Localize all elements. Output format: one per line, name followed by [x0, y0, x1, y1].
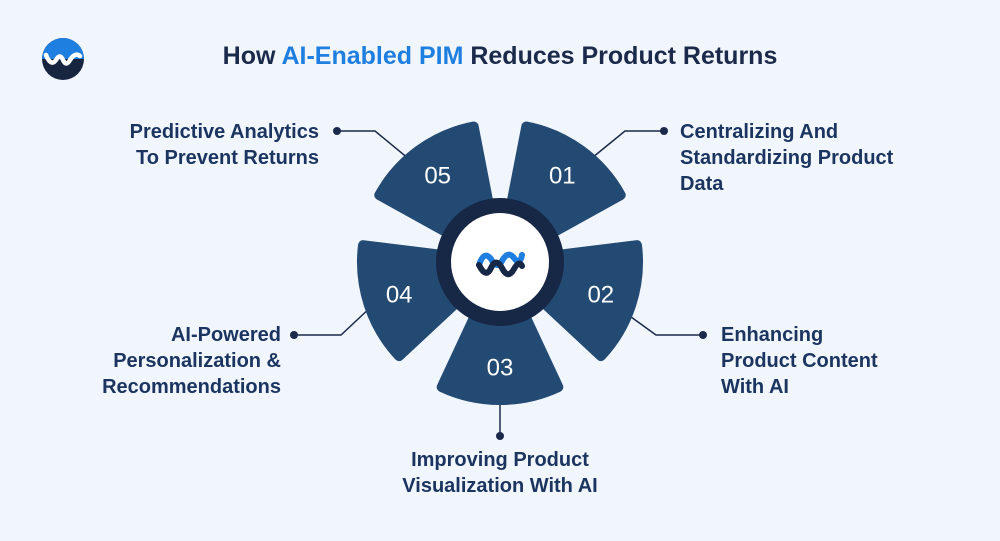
connector-dot-02 [699, 331, 707, 339]
connector-dot-03 [496, 432, 504, 440]
step-03-label: Improving Product Visualization With AI [402, 449, 598, 497]
step-02-number: 02 [587, 281, 614, 308]
connector-01 [586, 130, 664, 163]
step-05-label: Predictive Analytics To Prevent Returns [129, 121, 319, 169]
connector-lines [290, 127, 707, 440]
step-01-number: 01 [549, 163, 576, 190]
step-02-label: Enhancing Product Content With AI [721, 324, 878, 398]
step-04-number: 04 [386, 281, 413, 308]
connector-05 [337, 130, 416, 165]
step-04-label: AI-Powered Personalization & Recommendat… [102, 324, 281, 398]
connector-04 [294, 305, 373, 336]
step-03-number: 03 [487, 355, 514, 382]
title-highlight: AI-Enabled PIM [281, 42, 464, 70]
wave-logo-icon [476, 251, 525, 278]
page-title: How AI-Enabled PIM Reduces Product Retur… [0, 42, 1000, 71]
connector-dot-05 [333, 127, 341, 135]
wave-logo-icon [42, 38, 84, 80]
title-after: Reduces Product Returns [463, 42, 778, 70]
connector-dot-04 [290, 331, 298, 339]
step-05-number: 05 [424, 163, 451, 190]
title-before: How [222, 42, 282, 70]
connector-02 [626, 313, 703, 336]
step-01-label: Centralizing And Standardizing Product D… [680, 121, 894, 195]
connector-dot-01 [660, 127, 668, 135]
